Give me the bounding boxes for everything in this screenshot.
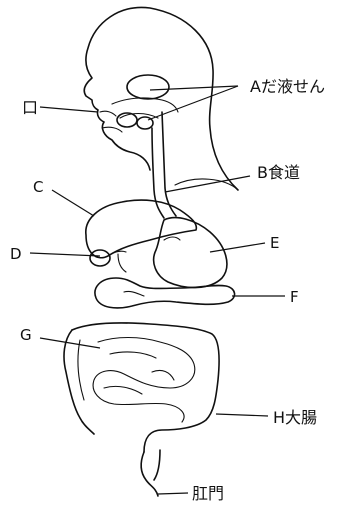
stomach: [154, 218, 227, 288]
small-intestine: [93, 338, 195, 423]
gallbladder: [90, 250, 126, 272]
salivary-leader-2: [148, 86, 238, 120]
labels: 口 Aだ液せん B食道 C D E F G H大腸 肛門: [10, 77, 325, 503]
large-intestine-label: H大腸: [273, 408, 317, 427]
duodenum: [95, 278, 235, 308]
rectum: [141, 450, 160, 496]
mouth-leader: [40, 107, 98, 112]
salivary-glands: [117, 75, 169, 129]
leader-lines: [30, 86, 285, 494]
g-leader: [40, 338, 100, 348]
e-leader: [210, 243, 265, 252]
head-outline: [84, 7, 238, 190]
liver: [86, 200, 197, 258]
nasal-cavity: [112, 98, 178, 118]
g-label: G: [20, 326, 32, 344]
c-label: C: [33, 178, 43, 196]
e-label: E: [270, 234, 279, 252]
h-leader: [216, 414, 268, 416]
salivary-leader-1: [150, 86, 238, 90]
d-label: D: [10, 245, 22, 263]
c-leader: [52, 190, 94, 216]
anus-leader: [158, 493, 188, 494]
f-label: F: [290, 288, 299, 306]
esophagus-label: B食道: [257, 163, 300, 182]
mouth-label: 口: [22, 98, 38, 117]
esophagus: [152, 112, 176, 218]
large-intestine: [64, 323, 219, 452]
salivary-label: Aだ液せん: [250, 77, 325, 96]
anus-label: 肛門: [192, 484, 224, 503]
d-leader: [30, 253, 100, 256]
